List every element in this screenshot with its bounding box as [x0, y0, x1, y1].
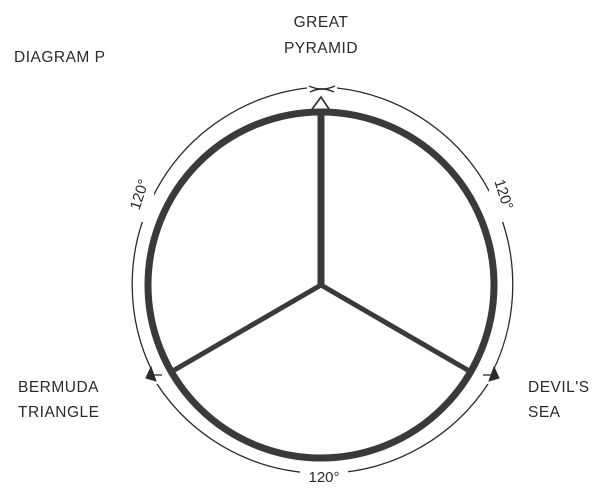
angle-bottom-label: 120° — [308, 469, 339, 486]
label-great-pyramid: GREAT PYRAMID — [284, 14, 358, 57]
label-top-line2: PYRAMID — [284, 40, 358, 57]
angle-left-bg — [128, 170, 154, 222]
label-devils-sea: DEVIL'S SEA — [528, 379, 590, 421]
label-bermuda-triangle: BERMUDA TRIANGLE — [18, 379, 100, 421]
spoke-right — [319, 282, 473, 375]
top-tick-marker-2 — [309, 88, 335, 93]
angle-right-bg — [489, 170, 515, 222]
diagram-title: DIAGRAM P — [14, 49, 105, 66]
left-arrowhead — [145, 365, 157, 382]
angle-bottom-bg — [300, 466, 348, 486]
label-top-line1: GREAT — [294, 14, 349, 31]
spokes — [169, 112, 473, 375]
arc-left — [131, 87, 308, 374]
label-right-line2: SEA — [528, 404, 561, 421]
right-arrowhead — [488, 365, 500, 382]
label-left-line1: BERMUDA — [18, 379, 99, 396]
label-left-line2: TRIANGLE — [18, 404, 100, 421]
label-right-line1: DEVIL'S — [528, 379, 590, 396]
spoke-left — [169, 282, 323, 375]
arc-right — [336, 87, 514, 374]
arc-markers — [145, 85, 500, 382]
